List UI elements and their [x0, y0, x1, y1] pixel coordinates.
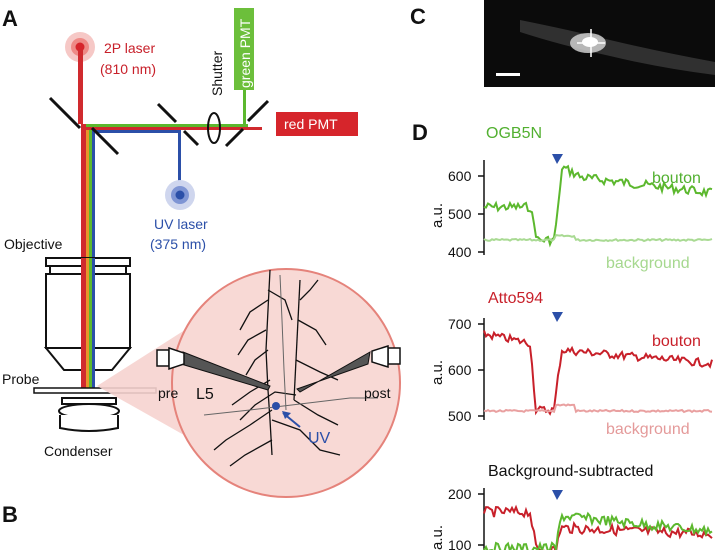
laser-uv-icon: [175, 190, 185, 200]
panel-label-a: A: [2, 6, 18, 31]
ogb-background-label: background: [606, 255, 690, 272]
slice-inset: [171, 268, 401, 498]
sub-red-trace: [483, 504, 713, 550]
panel-label-b: B: [2, 502, 18, 527]
pipette-post: [296, 351, 371, 393]
sub-tick-200: 200: [448, 486, 472, 502]
green-pmt-label: green PMT: [237, 18, 253, 88]
red-pmt-label: red PMT: [284, 116, 338, 132]
headstage-post-icon: [371, 344, 401, 369]
laser-uv-wavelength: (375 nm): [150, 236, 206, 252]
objective-label: Objective: [4, 236, 63, 252]
red-pmt-box: [276, 112, 358, 136]
uv-label: UV: [308, 430, 331, 447]
dichroic-mirror-3: [246, 99, 270, 123]
neuron-drawing: [213, 269, 341, 467]
dichroic-mirror-2: [182, 129, 200, 147]
condenser-label: Condenser: [44, 443, 113, 459]
atto-ylabel: a.u.: [429, 360, 446, 385]
atto-bouton-label: bouton: [652, 333, 701, 350]
emission-beam-red: [86, 127, 262, 130]
ogb-background-trace: [483, 234, 713, 243]
bouton-image: [484, 0, 715, 87]
ogb-tick-600: 600: [448, 168, 472, 184]
dichroic-mirror-1: [90, 126, 120, 156]
ogb-bouton-label: bouton: [652, 170, 701, 187]
atto-tick-600: 600: [448, 362, 472, 378]
ogb-tick-500: 500: [448, 206, 472, 222]
atto-background-trace: [483, 403, 713, 414]
emission-beam-green: [86, 124, 248, 127]
sub-ylabel: a.u.: [429, 525, 446, 550]
atto-background-label: background: [606, 421, 690, 438]
combined-beam: [92, 124, 95, 388]
headstage-pre-icon: [156, 346, 185, 371]
layer-label: L5: [196, 386, 214, 403]
laser-2p-label: 2P laser: [104, 40, 155, 56]
panel-label-d: D: [412, 120, 428, 145]
ogb-bouton-trace: [483, 164, 713, 248]
stimulus-marker-3: [552, 490, 563, 500]
pre-label: pre: [158, 385, 178, 401]
sub-tick-100: 100: [448, 537, 472, 550]
stimulus-marker-2: [552, 312, 563, 322]
laser-uv-label: UV laser: [154, 216, 208, 232]
condenser-icon: [58, 397, 120, 432]
ogb-title: OGB5N: [486, 125, 542, 142]
scale-bar: [496, 73, 520, 76]
green-pmt-box: [234, 8, 254, 90]
atto-bouton-trace: [483, 330, 713, 416]
panel-label-c: C: [410, 4, 426, 29]
post-label: post: [364, 385, 391, 401]
optical-setup: 2P laser (810 nm) Shutter green PMT red …: [2, 8, 401, 498]
subtracted-title: Background-subtracted: [488, 463, 653, 480]
beam-2p: [78, 50, 83, 124]
laser-2p-icon: [75, 42, 85, 52]
ogb-tick-400: 400: [448, 244, 472, 260]
sub-green-trace: [483, 511, 713, 550]
shutter-icon: [207, 112, 221, 144]
laser-2p-wavelength: (810 nm): [100, 61, 156, 77]
uv-spot: [272, 402, 280, 410]
uv-beam-vertical: [178, 130, 181, 190]
stimulus-marker-1: [552, 154, 563, 164]
shutter-label: Shutter: [209, 51, 225, 96]
atto-tick-500: 500: [448, 408, 472, 424]
ogb-ylabel: a.u.: [429, 203, 446, 228]
probe-label: Probe: [2, 371, 40, 387]
atto-tick-700: 700: [448, 316, 472, 332]
uv-beam-horizontal: [92, 130, 180, 133]
atto-title: Atto594: [488, 290, 543, 307]
